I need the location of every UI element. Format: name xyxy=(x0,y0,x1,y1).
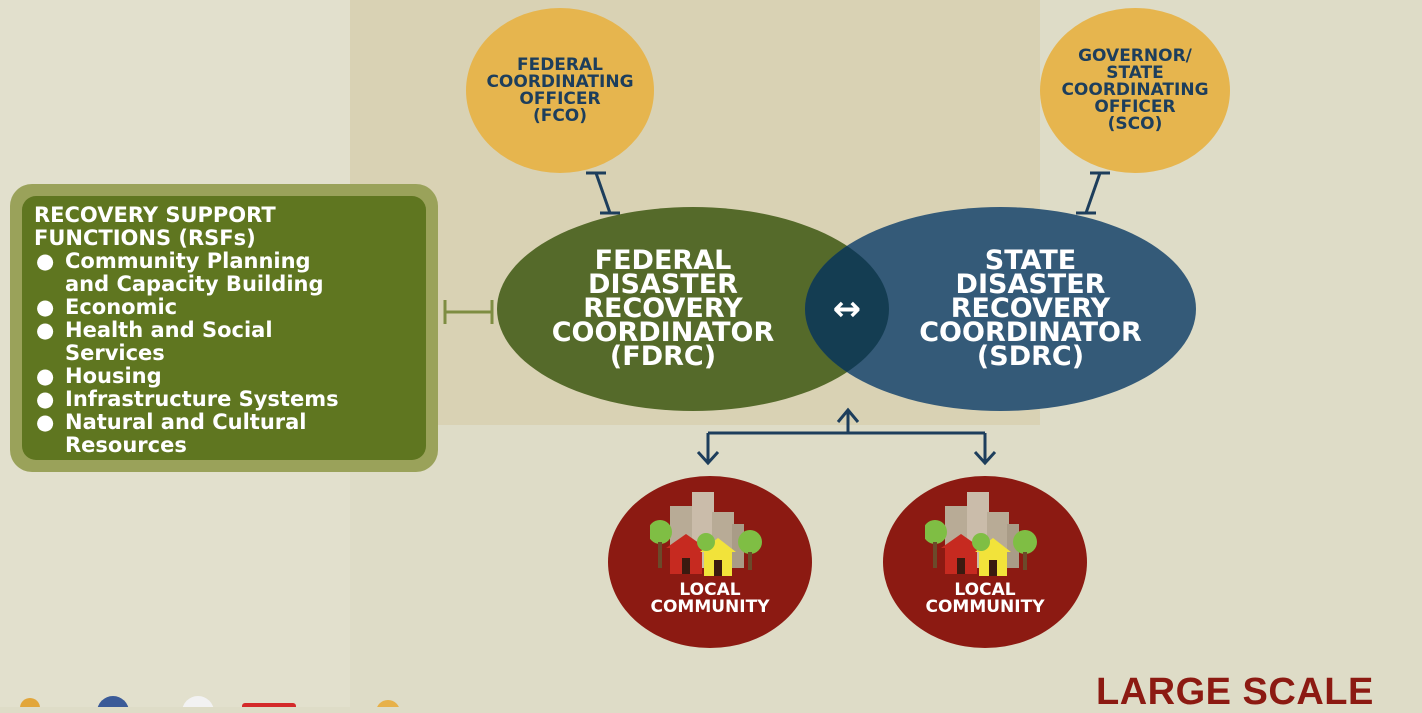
city-houses-icon xyxy=(925,492,1037,576)
sdrc-label: STATE DISASTER RECOVERY COORDINATOR (SDR… xyxy=(919,245,1142,372)
bullet-icon: ● xyxy=(36,249,55,273)
rsf-item: ● Economic xyxy=(34,296,426,319)
rsf-item-label: Infrastructure Systems xyxy=(65,387,339,411)
logo-icon xyxy=(20,698,40,707)
rsf-item: ● Health and Social Services xyxy=(34,319,426,365)
rsf-item-label: Economic xyxy=(65,295,178,319)
rsf-item-label: Community Planning and Capacity Building xyxy=(65,249,324,296)
rsf-title: RECOVERY SUPPORT FUNCTIONS (RSFs) xyxy=(34,203,276,250)
twitter-icon xyxy=(182,696,214,707)
seal-icon xyxy=(377,700,399,707)
rsf-item: ● Infrastructure Systems xyxy=(34,388,426,411)
scale-label: LARGE SCALE xyxy=(1096,671,1374,713)
bullet-icon: ● xyxy=(36,387,55,411)
down-arrow-icon xyxy=(973,450,997,466)
local-community-circle: LOCAL COMMUNITY xyxy=(608,476,812,648)
up-arrow-icon xyxy=(836,407,860,423)
sco-circle: GOVERNOR/ STATE COORDINATING OFFICER (SC… xyxy=(1040,8,1230,173)
bullet-icon: ● xyxy=(36,410,55,434)
rsf-item: ● Natural and Cultural Resources xyxy=(34,411,426,457)
local-community-circle: LOCAL COMMUNITY xyxy=(883,476,1087,648)
fco-label: FEDERAL COORDINATING OFFICER (FCO) xyxy=(486,54,634,126)
sco-sdrc-connector xyxy=(1084,172,1102,214)
fdrc-ellipse: FEDERAL DISASTER RECOVERY COORDINATOR (F… xyxy=(497,207,889,411)
rsf-box: RECOVERY SUPPORT FUNCTIONS (RSFs) ● Commu… xyxy=(22,196,426,460)
local-community-label: LOCAL COMMUNITY xyxy=(650,580,770,617)
rsf-item: ● Housing xyxy=(34,365,426,388)
bullet-icon: ● xyxy=(36,318,55,342)
city-houses-icon xyxy=(650,492,762,576)
fco-fdrc-connector xyxy=(594,172,612,214)
rsf-item-label: Natural and Cultural Resources xyxy=(65,410,307,457)
fdrc-label: FEDERAL DISASTER RECOVERY COORDINATOR (F… xyxy=(551,245,775,372)
fco-circle: FEDERAL COORDINATING OFFICER (FCO) xyxy=(466,8,654,173)
rsf-list: ● Community Planning and Capacity Buildin… xyxy=(34,250,426,457)
bullet-icon: ● xyxy=(36,295,55,319)
youtube-icon xyxy=(242,703,296,707)
rsf-item-label: Health and Social Services xyxy=(65,318,273,365)
footer-logo-strip xyxy=(20,696,399,707)
bullet-icon: ● xyxy=(36,364,55,388)
local-community-label: LOCAL COMMUNITY xyxy=(925,580,1045,617)
bidirectional-arrow-icon: ↔ xyxy=(833,289,862,329)
down-arrow-icon xyxy=(696,450,720,466)
overlap-region xyxy=(805,207,889,411)
rsf-item: ● Community Planning and Capacity Buildin… xyxy=(34,250,426,296)
facebook-icon xyxy=(97,696,129,707)
sco-label: GOVERNOR/ STATE COORDINATING OFFICER (SC… xyxy=(1061,46,1209,134)
rsf-item-label: Housing xyxy=(65,364,162,388)
